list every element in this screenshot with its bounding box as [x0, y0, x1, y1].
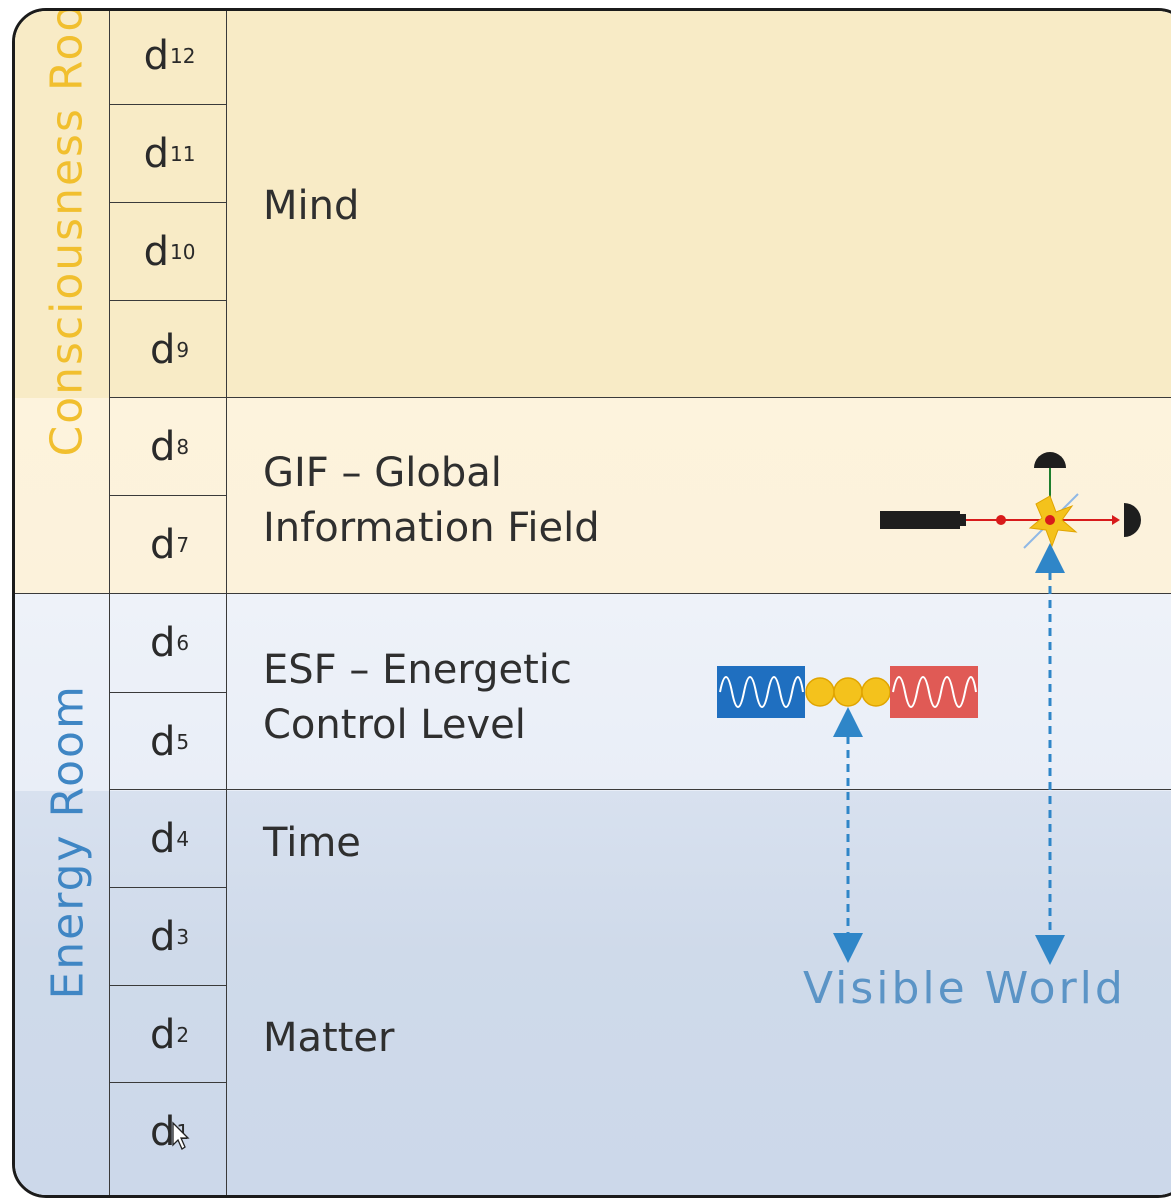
visible-world-label: Visible World: [803, 963, 1126, 1014]
band-divider: [109, 397, 1171, 398]
cursor-icon: [172, 1121, 190, 1150]
mind-band: [15, 11, 1171, 398]
gif-label-line1: GIF – Global: [263, 450, 502, 496]
gif-band: [15, 398, 1171, 594]
band-divider: [109, 789, 1171, 790]
cell-divider: [109, 985, 226, 986]
cell-divider: [109, 692, 226, 693]
wave-packet-icon: [717, 666, 978, 718]
esf-label-line1: ESF – Energetic: [263, 647, 572, 693]
cell-divider: [109, 1082, 226, 1083]
matter-label: Matter: [263, 1015, 395, 1061]
mind-label: Mind: [263, 183, 360, 229]
cell-divider: [109, 300, 226, 301]
esf-label-line2: Control Level: [263, 702, 526, 748]
room-divider: [15, 593, 1171, 594]
matter-band: [15, 791, 1171, 1195]
laser-interferometer-icon: [880, 452, 1141, 549]
time-label: Time: [263, 820, 361, 866]
cell-divider: [109, 887, 226, 888]
cell-divider: [109, 202, 226, 203]
cell-divider: [109, 104, 226, 105]
room-column-divider: [109, 11, 110, 1195]
cell-divider: [109, 495, 226, 496]
dimension-column-divider: [226, 11, 227, 1195]
gif-label-line2: Information Field: [263, 505, 600, 551]
